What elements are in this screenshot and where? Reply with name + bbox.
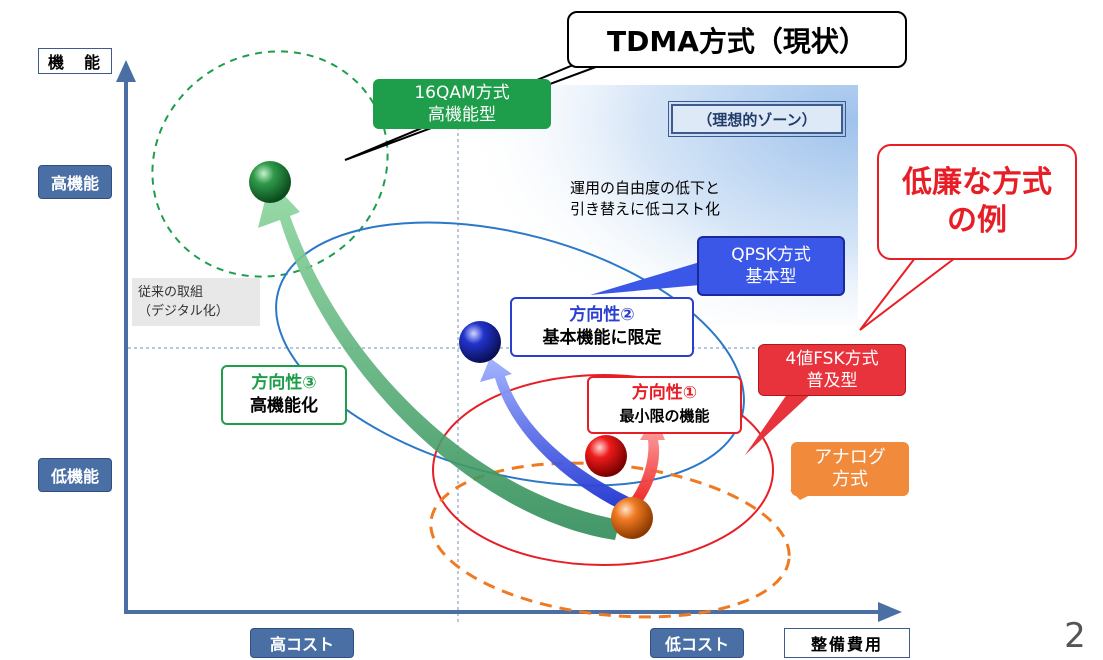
callout-qpsk: QPSK方式 基本型 (697, 236, 845, 296)
direction-1-text: 最小限の機能 (619, 407, 710, 425)
x-axis-arrowhead (878, 602, 902, 622)
qpsk-callout-tail (590, 262, 700, 295)
x-axis-title: 整備費用 (784, 628, 910, 658)
x-level-high-cost: 高コスト (250, 628, 354, 658)
x-level-low-cost: 低コスト (650, 628, 744, 658)
previous-effort-label: 従来の取組 （デジタル化） (132, 278, 260, 326)
ball-qpsk (459, 321, 501, 363)
arrow-direction-2 (480, 358, 635, 512)
direction-1-title: 方向性① (631, 383, 698, 403)
fsk-callout-tail (745, 390, 815, 455)
y-level-high: 高機能 (38, 165, 112, 199)
ideal-zone-label: （理想的ゾーン） (668, 101, 846, 137)
ideal-zone-note: 運用の自由度の低下と 引き替えに低コスト化 (570, 179, 721, 218)
direction-3-box: 方向性③ 高機能化 (221, 365, 347, 425)
direction-2-box: 方向性② 基本機能に限定 (510, 297, 694, 357)
y-level-low: 低機能 (38, 458, 112, 492)
y-axis-arrowhead (116, 60, 136, 82)
ball-analog (611, 497, 653, 539)
page-number: 2 (1064, 616, 1086, 656)
ball-16qam (249, 161, 291, 203)
direction-2-text: 基本機能に限定 (542, 328, 662, 348)
direction-1-box: 方向性① 最小限の機能 (587, 376, 742, 434)
callout-4fsk: 4値FSK方式 普及型 (758, 344, 906, 396)
callout-16qam: 16QAM方式 高機能型 (373, 79, 551, 129)
ellipse-fsk (432, 374, 774, 566)
arrow-direction-1 (630, 415, 665, 505)
low-cost-examples-callout: 低廉な方式 の例 (877, 144, 1077, 260)
direction-2-title: 方向性② (569, 305, 635, 325)
callout-analog: アナログ 方式 (791, 442, 909, 496)
direction-3-text: 高機能化 (250, 396, 318, 416)
low-cost-callout-tail (859, 257, 956, 331)
direction-3-title: 方向性③ (251, 373, 317, 393)
tdma-callout: TDMA方式（現状） (567, 11, 907, 68)
ball-fsk (585, 435, 627, 477)
y-axis-title: 機 能 (38, 48, 112, 74)
